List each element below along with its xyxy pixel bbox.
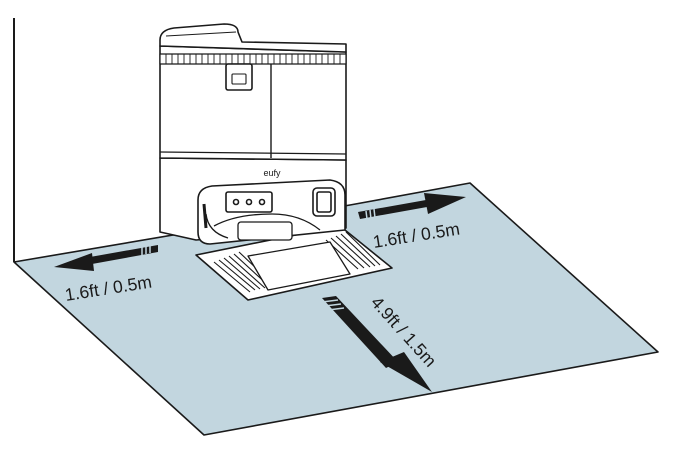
screw-icon xyxy=(232,198,240,206)
arrow-right-icon xyxy=(358,193,466,220)
station-plate xyxy=(247,241,351,291)
arrow-front-icon xyxy=(321,296,432,392)
side-sensor xyxy=(202,203,208,229)
lid-hatch-band xyxy=(159,53,347,65)
arrow-left-icon xyxy=(54,244,158,271)
screw-icon xyxy=(245,198,253,206)
side-vent-inner xyxy=(316,191,332,213)
screw-icon xyxy=(258,198,266,206)
inner-tray xyxy=(237,221,293,241)
docking-station xyxy=(159,23,393,301)
station-lid xyxy=(159,23,347,53)
brand-logo: eufy xyxy=(263,168,281,178)
lid-hatch-lines xyxy=(165,54,341,64)
